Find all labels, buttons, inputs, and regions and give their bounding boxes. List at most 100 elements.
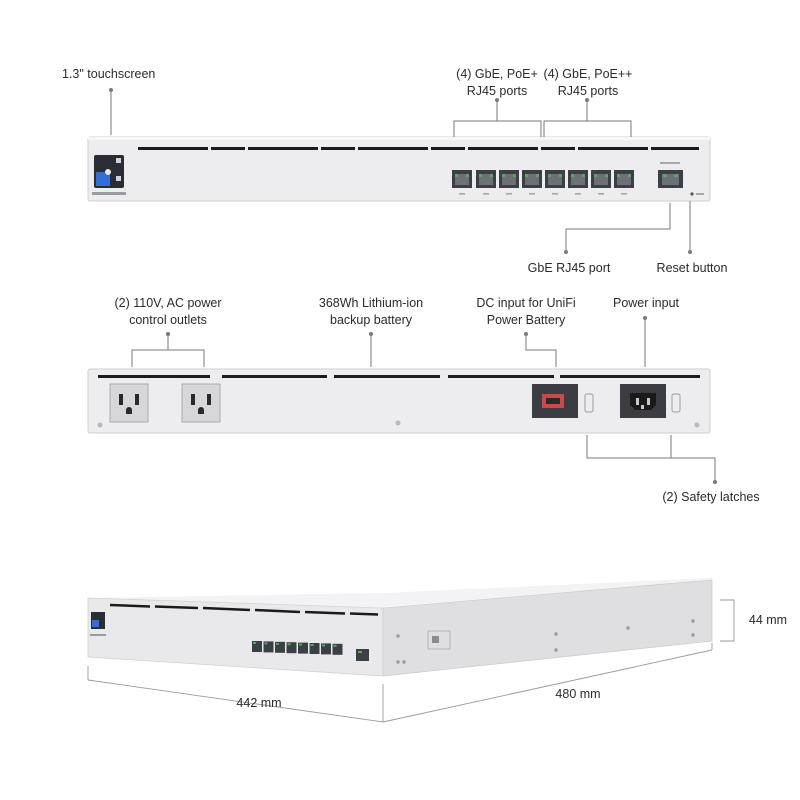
vent-slot	[248, 147, 318, 150]
rj45-port[interactable]	[545, 170, 565, 188]
rj45-port[interactable]	[499, 170, 519, 188]
outlet-slot	[191, 394, 195, 405]
battery-label-line2: backup battery	[330, 313, 412, 327]
poe-plusplus-label-line1: (4) GbE, PoE++	[543, 67, 633, 81]
touchscreen-callout-label: 1.3" touchscreen	[62, 67, 156, 81]
width-dimension-line	[87, 679, 384, 723]
outlet-slot	[207, 394, 211, 405]
front-panel	[87, 88, 711, 254]
power-input-callout-label: Power input	[612, 296, 679, 310]
power-input-port[interactable]	[620, 384, 666, 418]
perspective-port-housing	[321, 643, 331, 655]
touchscreen-dot	[105, 169, 111, 175]
dc-input-pins	[546, 398, 560, 404]
rj45-port[interactable]	[522, 170, 542, 188]
perspective-port-housing	[252, 641, 262, 652]
port-led	[502, 174, 505, 177]
front-port-group	[452, 170, 634, 188]
side-screw	[626, 626, 630, 630]
dc-safety-latch[interactable]	[584, 393, 594, 413]
callout-dot	[713, 480, 717, 484]
chassis-side-face	[382, 579, 713, 677]
power-input-pin	[647, 398, 650, 405]
perspective-port-led	[253, 642, 256, 644]
poe-plus-label-line2: RJ45 ports	[466, 84, 528, 98]
perspective-vents	[109, 603, 379, 616]
vent-slot	[222, 375, 327, 378]
outlets-label-line1: (2) 110V, AC power	[114, 296, 222, 310]
dc-input-port[interactable]	[532, 384, 578, 418]
perspective-rj45-port	[263, 641, 274, 653]
vent-slot	[541, 147, 575, 150]
poe-plus-callout-label: (4) GbE, PoE+ RJ45 ports	[444, 66, 550, 100]
port-number-mark	[575, 193, 581, 195]
side-screw	[691, 633, 695, 637]
front-vents	[138, 147, 699, 150]
rj45-port[interactable]	[614, 170, 634, 188]
outlets-bracket	[131, 349, 205, 367]
port-socket	[525, 174, 539, 185]
perspective-port-group	[252, 641, 343, 655]
ac-outlet-1[interactable]	[109, 383, 149, 423]
perspective-rj45-port	[332, 643, 343, 655]
perspective-uplink-led	[358, 651, 362, 653]
callout-dot	[166, 332, 170, 336]
callout-dot	[585, 98, 589, 102]
power-input-pin	[636, 398, 639, 405]
port-socket	[479, 174, 493, 185]
gbe-uplink-port[interactable]	[658, 162, 683, 188]
uplink-port-led	[663, 174, 667, 177]
rear-callout-dots	[166, 316, 717, 484]
side-screw	[554, 648, 558, 652]
perspective-port-housing	[309, 643, 320, 654]
rj45-port[interactable]	[568, 170, 588, 188]
port-led	[548, 174, 551, 177]
latches-bracket	[586, 435, 672, 459]
rj45-port[interactable]	[591, 170, 611, 188]
reset-callout-label: Reset button	[656, 261, 728, 275]
battery-label-line1: 368Wh Lithium-ion	[318, 296, 424, 310]
front-chassis	[87, 136, 711, 202]
outlet-ground	[198, 407, 204, 414]
power-safety-latch[interactable]	[671, 393, 681, 413]
port-led	[513, 174, 516, 177]
port-socket	[502, 174, 516, 185]
vent-slot	[98, 375, 210, 378]
rj45-port[interactable]	[476, 170, 496, 188]
vent-slot	[138, 147, 208, 150]
ac-outlet-2[interactable]	[181, 383, 221, 423]
port-number-mark	[483, 193, 489, 195]
port-number-mark	[598, 193, 604, 195]
latches-leader	[671, 457, 716, 482]
port-led	[455, 174, 458, 177]
perspective-port-housing	[298, 642, 308, 654]
port-led	[582, 174, 585, 177]
power-input-pin	[641, 405, 644, 409]
side-screw	[396, 634, 400, 638]
dc-input-leader	[525, 334, 557, 367]
callout-dot	[524, 332, 528, 336]
port-led	[466, 174, 469, 177]
chassis-top	[88, 578, 712, 610]
outlet-plate	[109, 383, 149, 423]
perspective-rj45-port	[275, 641, 285, 653]
outlets-label-line2: control outlets	[129, 313, 207, 327]
touchscreen[interactable]	[94, 155, 124, 188]
port-led	[628, 174, 631, 177]
port-led	[571, 174, 574, 177]
vent-slot	[358, 147, 428, 150]
power-input-socket	[630, 393, 656, 410]
height-dimension-label: 44 mm	[748, 613, 788, 627]
vent-slot	[211, 147, 245, 150]
perspective-rj45-port	[298, 642, 308, 654]
port-socket	[455, 174, 469, 185]
rj45-port[interactable]	[452, 170, 472, 188]
port-led	[605, 174, 608, 177]
port-led	[594, 174, 597, 177]
perspective-port-led	[276, 642, 279, 645]
vent-slot	[468, 147, 538, 150]
height-dimension-bracket	[720, 599, 735, 642]
reset-button-hole[interactable]	[690, 192, 694, 196]
perspective-port-led	[287, 643, 291, 646]
